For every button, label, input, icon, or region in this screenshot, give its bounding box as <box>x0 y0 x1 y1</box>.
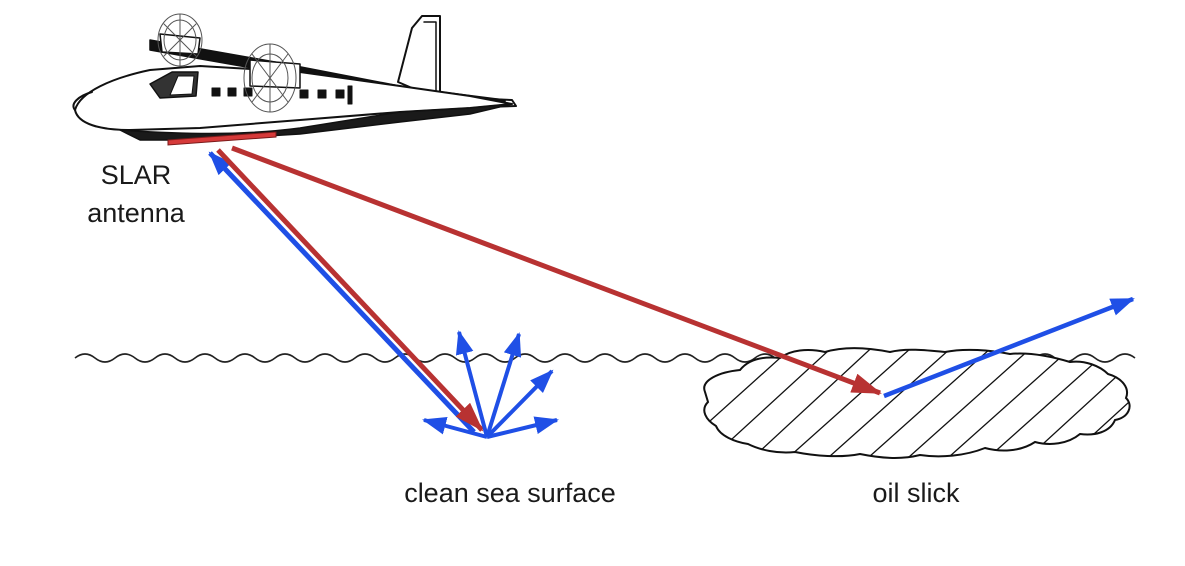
antenna-label-line2: antenna <box>87 198 186 228</box>
diffuse-scatter-arrows <box>422 330 559 439</box>
oil-slick-label: oil slick <box>872 478 960 508</box>
incident-beam-clean-sea <box>216 148 484 432</box>
antenna-label-line1: SLAR <box>101 160 172 190</box>
backscatter-return-beam <box>208 151 476 434</box>
slar-antenna <box>167 131 277 146</box>
aircraft-icon <box>72 13 517 141</box>
specular-reflection-beam <box>883 296 1135 399</box>
incident-beam-oil-slick <box>231 145 882 396</box>
clean-sea-label: clean sea surface <box>404 478 616 508</box>
